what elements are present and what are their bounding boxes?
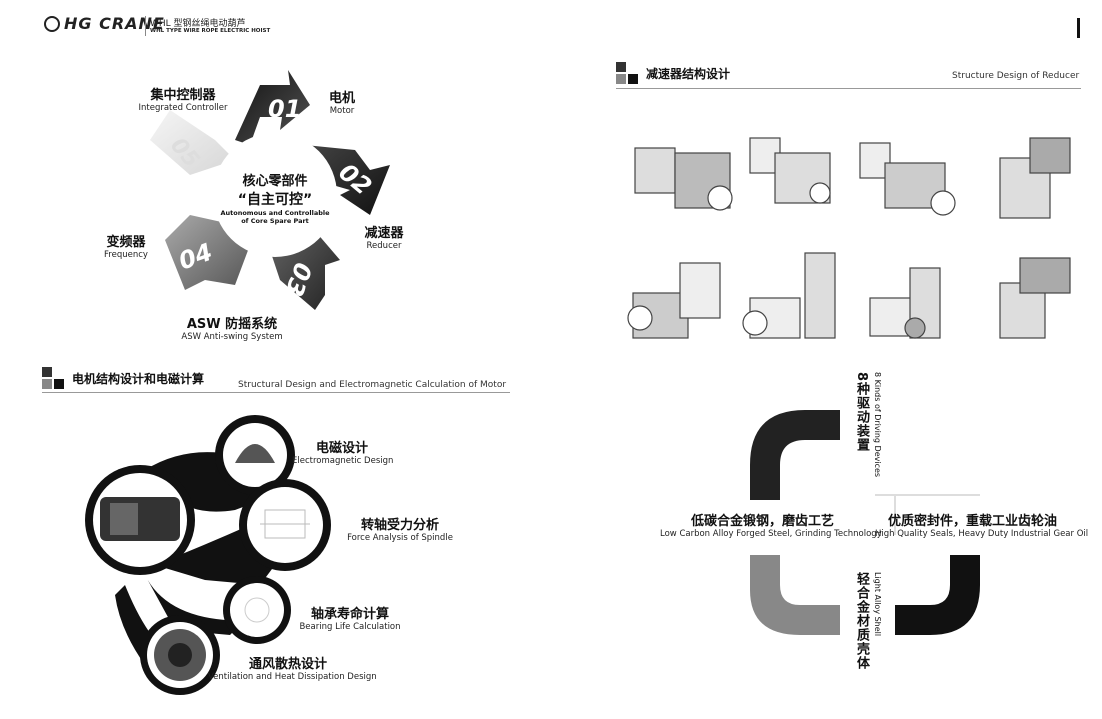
drives-top-label: 8种驱动装置 8 Kinds of Driving Devices xyxy=(852,372,882,477)
header-divider xyxy=(145,16,146,36)
center-subtitle-1: Autonomous and Controllable xyxy=(220,209,330,217)
drives-corner-graphic xyxy=(750,410,980,635)
arrow-01 xyxy=(235,70,310,145)
reducer-product-8 xyxy=(999,257,1071,339)
label-electromagnetic: 电磁设计 Electromagnetic Design xyxy=(292,441,394,466)
reducer-product-6 xyxy=(742,252,836,339)
reducer-product-3 xyxy=(859,142,956,216)
motor-section-header: 电机结构设计和电磁计算 xyxy=(42,367,204,389)
bearing-diagram xyxy=(244,597,270,623)
brand-logo: HG CRANE xyxy=(44,14,165,33)
logo-icon xyxy=(44,15,60,32)
section-squares-icon xyxy=(616,62,638,84)
corner-top-left xyxy=(750,410,840,500)
reducer-section-divider xyxy=(616,88,1081,89)
reducer-product-5 xyxy=(627,262,721,339)
drives-bottom-label: 轻合金材质壳体 Light Alloy Shell xyxy=(852,572,882,670)
label-spindle: 转轴受力分析 Force Analysis of Spindle xyxy=(347,518,453,543)
reducer-product-7 xyxy=(869,267,941,339)
label-bearing: 轴承寿命计算 Bearing Life Calculation xyxy=(299,607,401,632)
reducer-product-4 xyxy=(999,137,1071,219)
drives-right-label: 优质密封件，重载工业齿轮油 High Quality Seals, Heavy … xyxy=(875,510,1089,539)
arrow-05 xyxy=(150,110,235,175)
arrow-01-num: 01 xyxy=(268,95,301,123)
drives-top-en: 8 Kinds of Driving Devices xyxy=(873,372,882,478)
label-ventilation: 通风散热设计 Ventilation and Heat Dissipation … xyxy=(208,657,377,682)
drives-left-cn: 低碳合金锻钢，磨齿工艺 xyxy=(690,514,834,529)
core-parts-diagram: 01 02 03 04 05 xyxy=(150,70,390,310)
reducer-product-1 xyxy=(634,147,733,211)
drives-right-en: High Quality Seals, Heavy Duty Industria… xyxy=(875,529,1089,539)
corner-bottom-right xyxy=(895,555,980,635)
center-subtitle-2: of Core Spare Part xyxy=(241,217,309,225)
motor-structure-diagram xyxy=(85,415,331,695)
drives-left-label: 低碳合金锻钢，磨齿工艺 Low Carbon Alloy Forged Stee… xyxy=(660,510,882,539)
label-controller: 集中控制器 Integrated Controller xyxy=(138,88,228,113)
reducer-section-header: 减速器结构设计 xyxy=(616,62,730,84)
center-title-2: “自主可控” xyxy=(237,192,313,208)
drives-left-en: Low Carbon Alloy Forged Steel, Grinding … xyxy=(660,529,882,539)
core-center-text: 核心零部件 “自主可控” Autonomous and Controllable… xyxy=(200,170,350,225)
header-title-en: WHL TYPE WIRE ROPE ELECTRIC HOIST xyxy=(150,28,271,34)
label-frequency: 变频器 Frequency xyxy=(104,235,148,260)
corner-bottom-left xyxy=(750,555,840,635)
drives-right-cn: 优质密封件，重载工业齿轮油 xyxy=(887,514,1057,529)
label-anti-swing: ASW 防摇系统 ASW Anti-swing System xyxy=(181,317,283,342)
motor-section-title-cn: 电机结构设计和电磁计算 xyxy=(72,371,205,386)
electromagnetic-image xyxy=(235,444,275,463)
reducer-section-title-cn: 减速器结构设计 xyxy=(646,66,731,81)
page-marker xyxy=(1077,18,1080,38)
drives-bottom-en: Light Alloy Shell xyxy=(873,572,882,637)
drives-top-cn: 8种驱动装置 xyxy=(854,372,869,453)
header-title-cn: WHL 型钢丝绳电动葫芦 xyxy=(150,19,246,29)
drives-bottom-cn: 轻合金材质壳体 xyxy=(854,572,869,670)
reducer-product-2 xyxy=(749,137,831,204)
logo-text: HG CRANE xyxy=(64,14,165,33)
label-reducer: 减速器 Reducer xyxy=(364,226,404,251)
center-title-1: 核心零部件 xyxy=(242,174,308,189)
label-motor: 电机 Motor xyxy=(328,91,355,116)
reducer-products-grid xyxy=(627,137,1071,339)
spindle-diagram xyxy=(260,509,310,539)
section-squares-icon xyxy=(42,367,64,389)
motor-section-title-en: Structural Design and Electromagnetic Ca… xyxy=(238,380,507,390)
motor-section-divider xyxy=(42,392,510,393)
reducer-section-title-en: Structure Design of Reducer xyxy=(952,71,1080,81)
